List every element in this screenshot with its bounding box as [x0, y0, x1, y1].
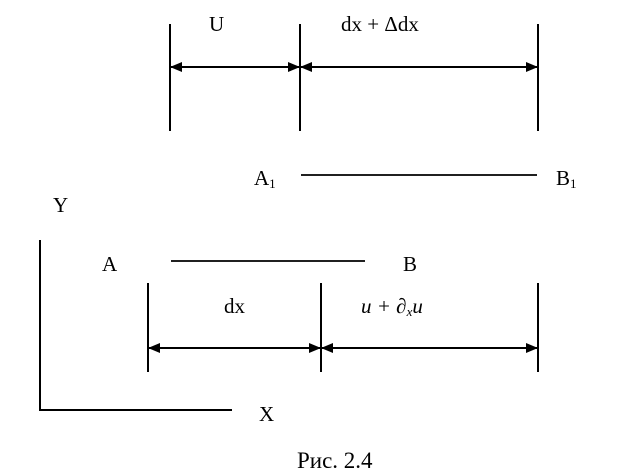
coordinate-axes	[39, 240, 232, 411]
dx-label: dx	[224, 294, 245, 318]
y-axis-label: Y	[53, 193, 69, 217]
a-label: A	[102, 252, 118, 276]
dx-plus-delta-dx-label: dx + Δdx	[341, 12, 419, 36]
u-plus-derivative-label: u + ∂xu	[361, 294, 423, 319]
u-label: U	[209, 12, 225, 36]
b-label: B	[403, 252, 418, 276]
a1-label: A1	[254, 166, 276, 191]
b1-label: B1	[556, 166, 577, 191]
figure-caption: Рис. 2.4	[297, 448, 373, 473]
x-axis-label: X	[259, 402, 275, 426]
